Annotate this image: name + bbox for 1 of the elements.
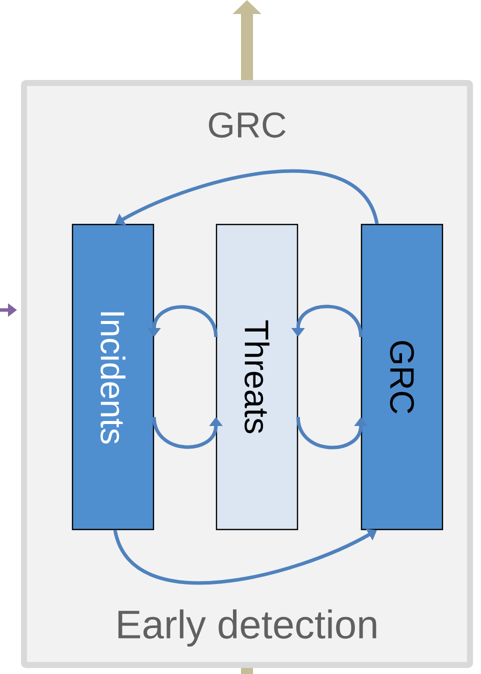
connector-stub: [241, 668, 253, 674]
